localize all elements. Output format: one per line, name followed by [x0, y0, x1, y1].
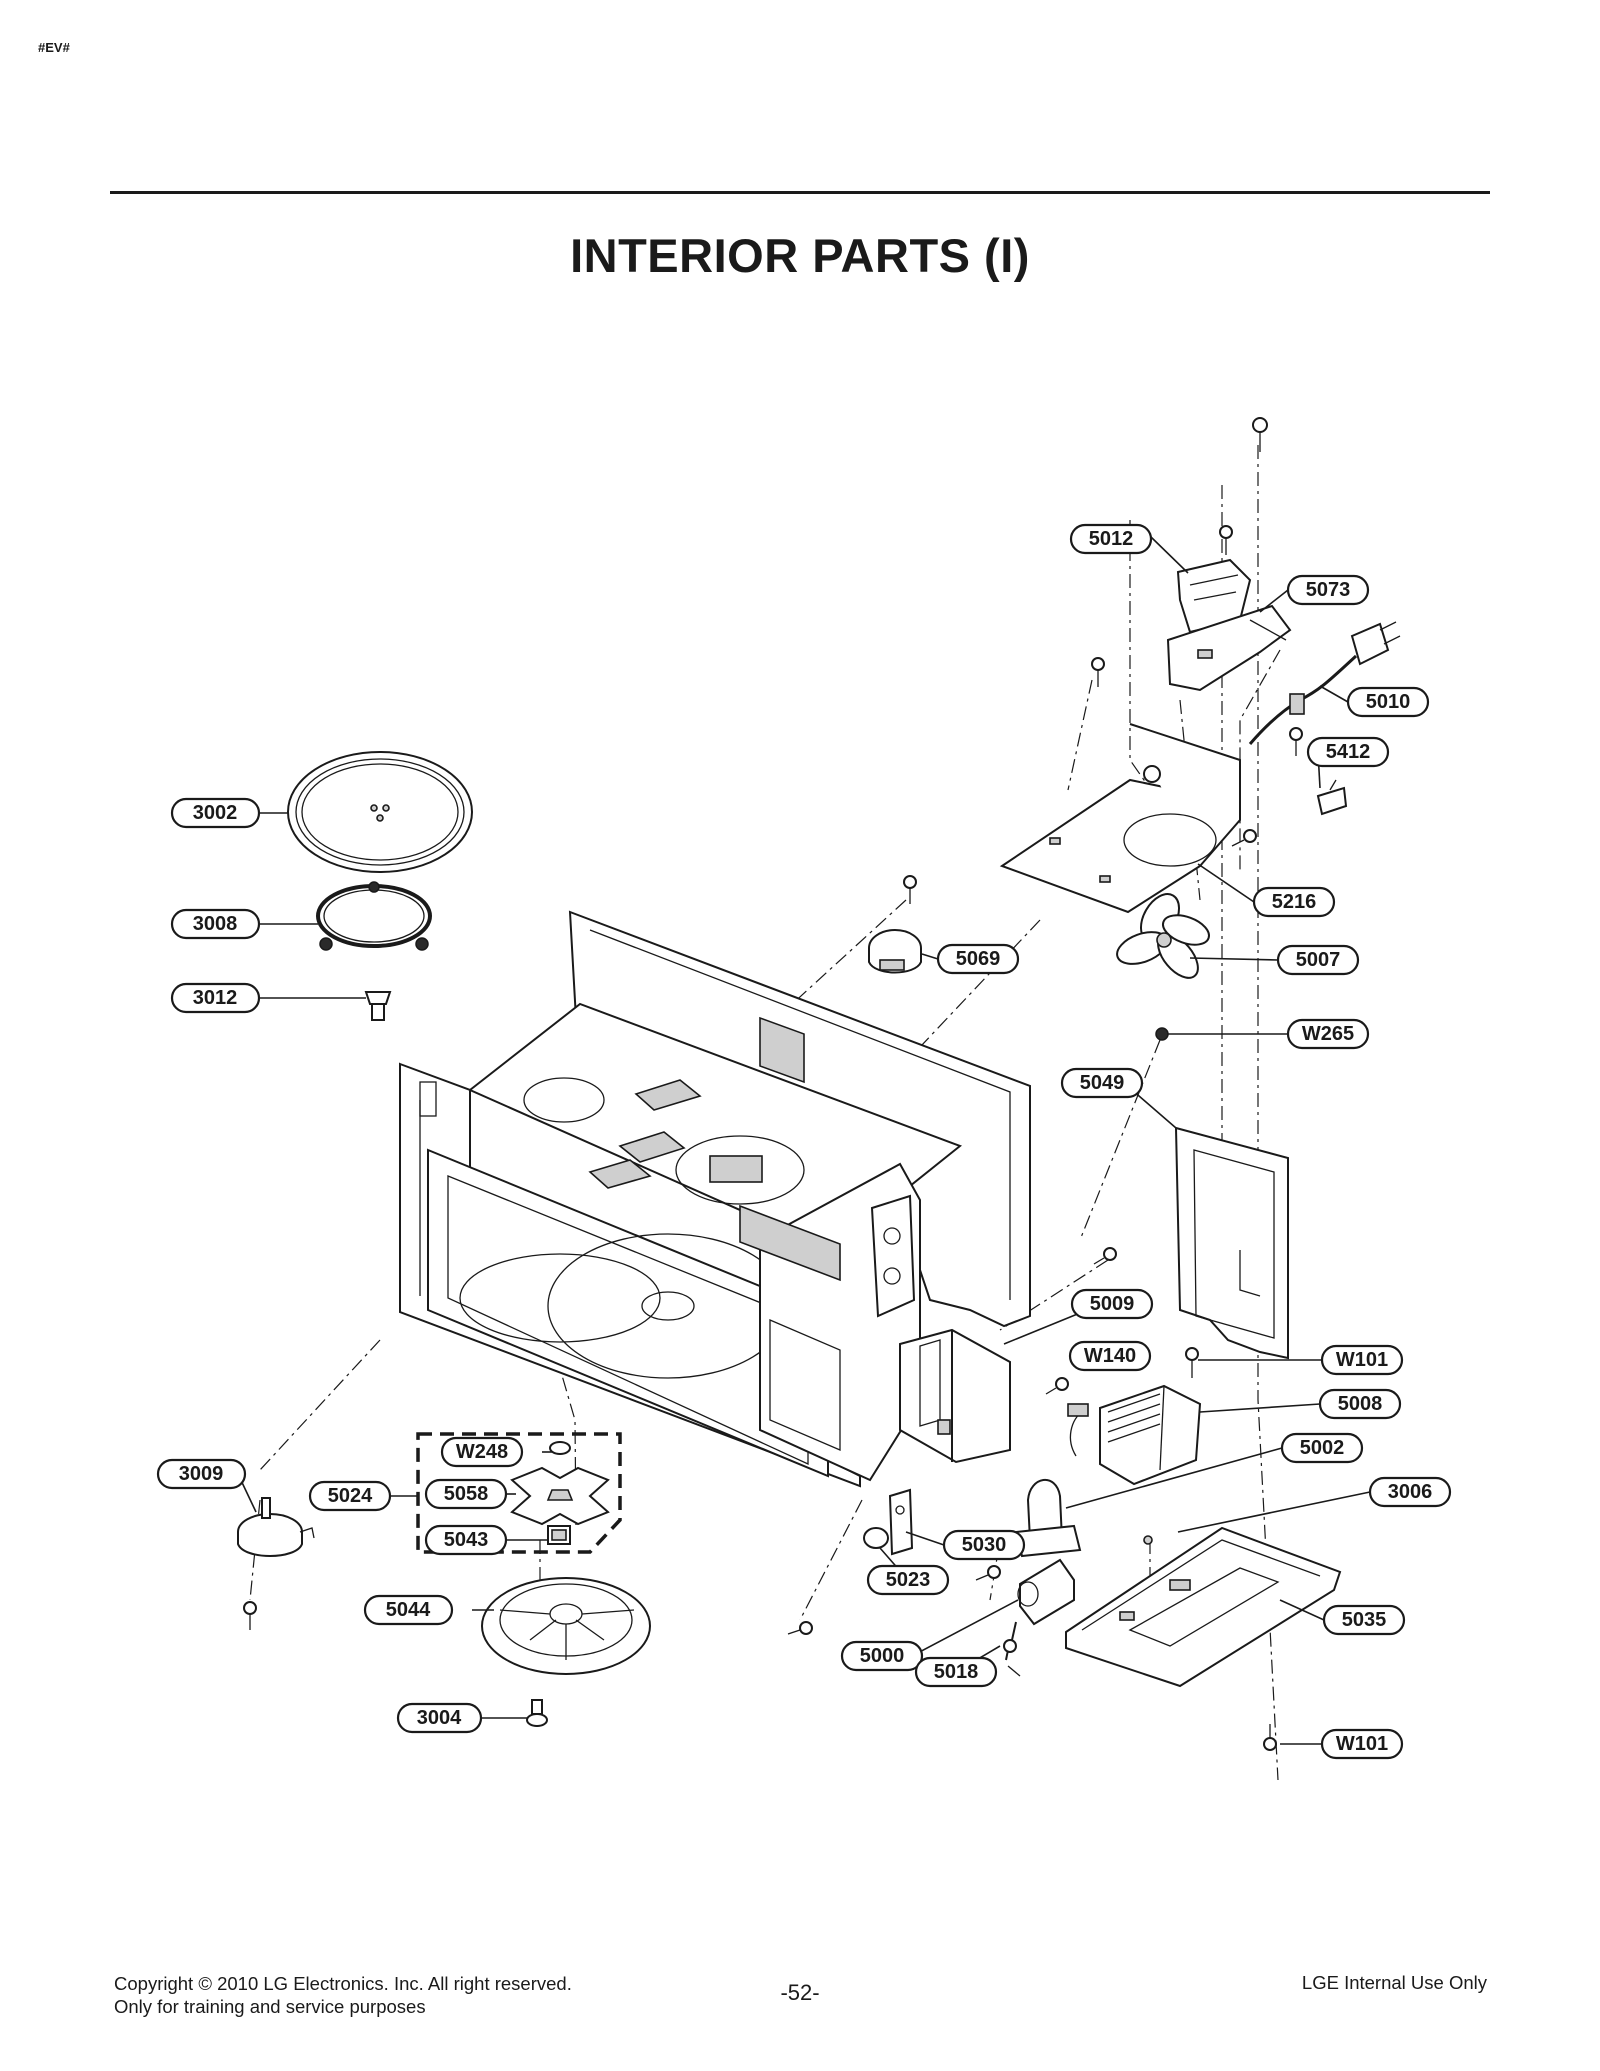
- svg-text:W101: W101: [1336, 1349, 1388, 1371]
- washer: [549, 1441, 571, 1455]
- fan-nut: [1155, 1027, 1169, 1041]
- svg-text:5412: 5412: [1326, 741, 1371, 763]
- svg-text:5216: 5216: [1272, 891, 1317, 913]
- footer-internal-use: LGE Internal Use Only: [1301, 1972, 1487, 1993]
- svg-text:3009: 3009: [179, 1463, 224, 1485]
- callout-5018: 5018: [914, 1656, 998, 1688]
- turntable-cover: [481, 1577, 651, 1675]
- svg-text:5007: 5007: [1296, 949, 1341, 971]
- callout-5024: 5024: [308, 1480, 392, 1512]
- roller-ring: [316, 881, 432, 951]
- svg-text:5024: 5024: [328, 1485, 373, 1507]
- callout-5010: 5010: [1346, 686, 1430, 718]
- footer-training-note: Only for training and service purposes: [114, 1996, 426, 2017]
- high-voltage-transformer: [1067, 1384, 1202, 1486]
- svg-text:W101: W101: [1336, 1733, 1388, 1755]
- svg-text:3012: 3012: [193, 987, 238, 1009]
- callout-5035: 5035: [1322, 1604, 1406, 1636]
- header-rule: [110, 191, 1490, 194]
- coupler: [364, 991, 392, 1021]
- svg-text:5069: 5069: [956, 948, 1001, 970]
- callout-5073: 5073: [1286, 574, 1370, 606]
- callout-3004: 3004: [396, 1702, 483, 1734]
- callout-5216: 5216: [1252, 886, 1336, 918]
- svg-text:3004: 3004: [417, 1707, 462, 1729]
- callout-5007: 5007: [1276, 944, 1360, 976]
- capacitor-clamp: [1014, 1478, 1082, 1558]
- callout-5030: 5030: [942, 1529, 1026, 1561]
- svg-text:5002: 5002: [1300, 1437, 1345, 1459]
- svg-text:W140: W140: [1084, 1345, 1136, 1367]
- svg-text:5018: 5018: [934, 1661, 979, 1683]
- callout-5012: 5012: [1069, 523, 1153, 555]
- callout-5023: 5023: [866, 1564, 950, 1596]
- svg-text:5000: 5000: [860, 1645, 905, 1667]
- callout-W248: W248: [440, 1436, 524, 1468]
- callout-5000: 5000: [840, 1640, 924, 1672]
- callout-5008: 5008: [1318, 1388, 1402, 1420]
- callout-5044: 5044: [363, 1594, 454, 1626]
- svg-text:5035: 5035: [1342, 1609, 1387, 1631]
- turntable-glass-tray: [287, 751, 473, 873]
- svg-text:5010: 5010: [1366, 691, 1411, 713]
- callout-W101-lower: W101: [1320, 1728, 1404, 1760]
- drive-assembly-group: [416, 1432, 622, 1554]
- cover-screw: [526, 1699, 548, 1727]
- callout-5002: 5002: [1280, 1432, 1364, 1464]
- svg-text:3006: 3006: [1388, 1481, 1433, 1503]
- power-cord: [1248, 621, 1401, 745]
- svg-text:5012: 5012: [1089, 528, 1134, 550]
- magnetron: [899, 1328, 1011, 1464]
- callout-3009: 3009: [156, 1458, 247, 1490]
- callout-3002: 3002: [170, 797, 261, 829]
- high-voltage-capacitor: [1017, 1558, 1075, 1626]
- svg-text:5030: 5030: [962, 1534, 1007, 1556]
- thermistor: [1316, 779, 1348, 816]
- callout-W101-upper: W101: [1320, 1344, 1404, 1376]
- callout-W140: W140: [1068, 1340, 1152, 1372]
- callout-W265: W265: [1286, 1018, 1370, 1050]
- screws: [243, 417, 1303, 1751]
- svg-text:W265: W265: [1302, 1023, 1354, 1045]
- callout-5049: 5049: [1060, 1067, 1144, 1099]
- callout-5412: 5412: [1306, 736, 1390, 768]
- svg-text:5049: 5049: [1080, 1072, 1125, 1094]
- footer-copyright-block: Copyright © 2010 LG Electronics. Inc. Al…: [114, 1972, 572, 2018]
- svg-text:3008: 3008: [193, 913, 238, 935]
- turntable-motor: [237, 1497, 315, 1557]
- svg-text:5058: 5058: [444, 1483, 489, 1505]
- callout-3006: 3006: [1368, 1476, 1452, 1508]
- svg-text:W248: W248: [456, 1441, 508, 1463]
- callout-5058: 5058: [424, 1478, 508, 1510]
- svg-text:5073: 5073: [1306, 579, 1351, 601]
- fan-blade: [1116, 893, 1210, 979]
- callout-labels: 5012 5073 5010 5412 3002 5216 3008 5069 …: [156, 523, 1452, 1760]
- fan-bracket-plate: [999, 723, 1241, 914]
- page-title: INTERIOR PARTS (I): [570, 229, 1030, 282]
- oven-cavity-housing: [399, 910, 1031, 1488]
- svg-text:5043: 5043: [444, 1529, 489, 1551]
- callout-3012: 3012: [170, 982, 261, 1014]
- footer-copyright: Copyright © 2010 LG Electronics. Inc. Al…: [114, 1973, 572, 1994]
- svg-text:3002: 3002: [193, 802, 238, 824]
- callout-5043: 5043: [424, 1524, 508, 1556]
- svg-text:5009: 5009: [1090, 1293, 1135, 1315]
- rear-cover-plate: [1174, 1126, 1289, 1360]
- callout-3008: 3008: [170, 908, 261, 940]
- page-number: -52-: [780, 1980, 820, 2005]
- relay-bracket: [1166, 558, 1292, 692]
- thermostat-bracket: [863, 1488, 914, 1556]
- callout-5009: 5009: [1070, 1288, 1154, 1320]
- svg-text:5044: 5044: [386, 1599, 431, 1621]
- callout-5069: 5069: [936, 943, 1020, 975]
- document-tag: #EV#: [38, 40, 70, 55]
- shaft-coupler: [547, 1525, 571, 1545]
- high-voltage-diode: [1003, 1621, 1021, 1677]
- svg-text:5008: 5008: [1338, 1393, 1383, 1415]
- leader-lines: [237, 536, 1371, 1745]
- fan-motor: [868, 929, 922, 974]
- base-plate: [1065, 1526, 1342, 1688]
- svg-text:5023: 5023: [886, 1569, 931, 1591]
